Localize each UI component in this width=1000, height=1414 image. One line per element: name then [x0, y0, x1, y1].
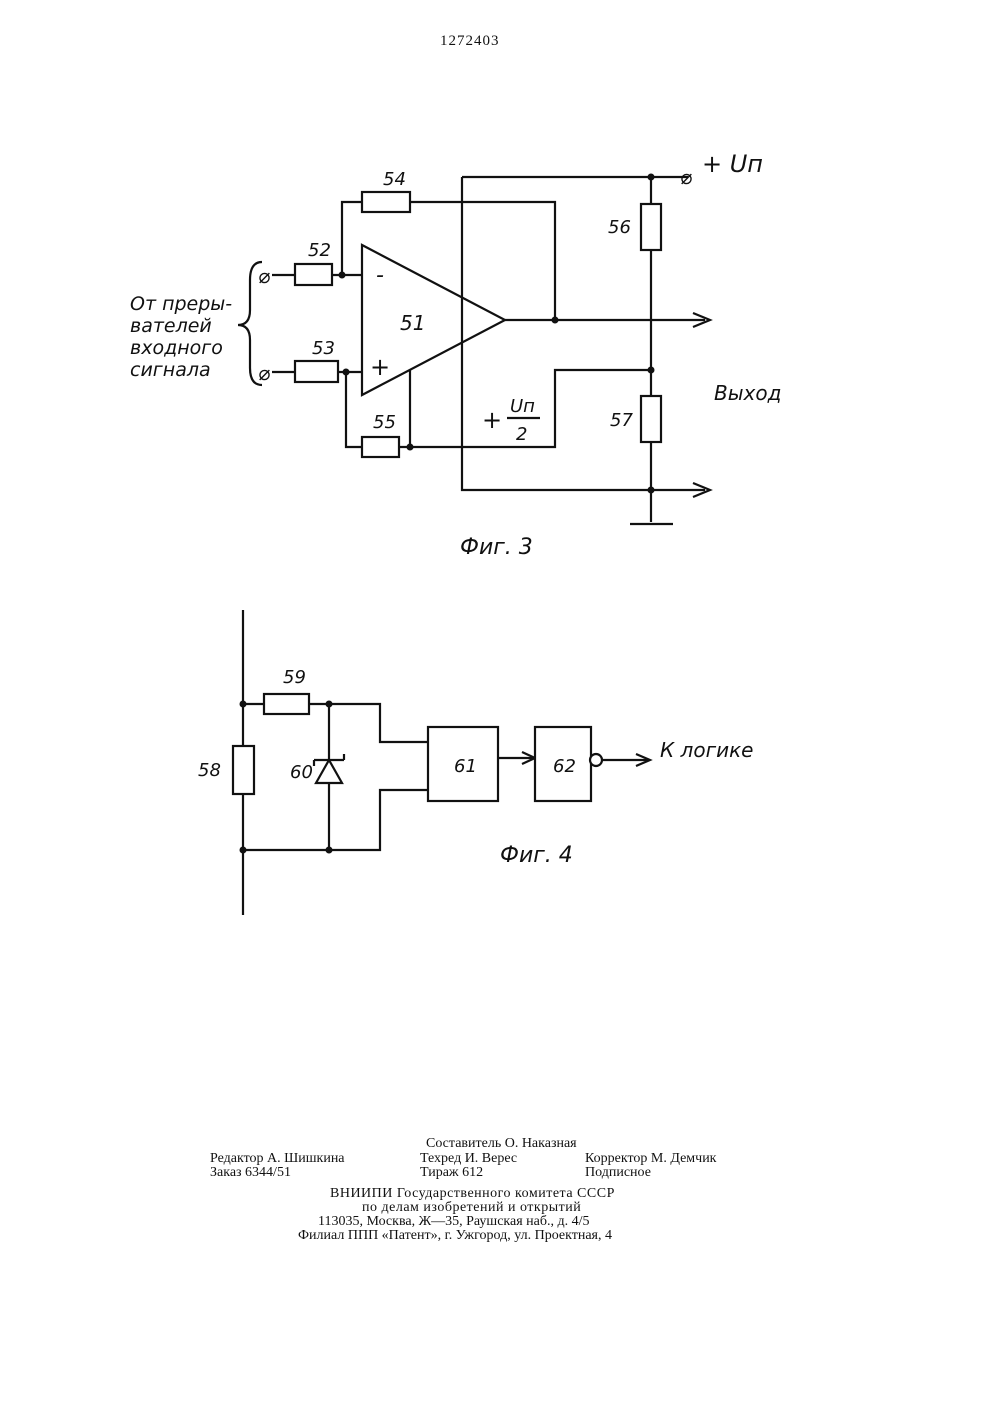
input-label-line1: От преры- — [130, 293, 232, 315]
label-60: 60 — [290, 762, 313, 783]
opamp-label: 51 — [400, 311, 425, 335]
supply-terminal: ⌀ — [680, 165, 692, 189]
fig3-caption: Фиг. 3 — [460, 535, 533, 560]
label-55: 55 — [373, 412, 396, 433]
resistor-54 — [362, 192, 410, 212]
imprint-circulation: Тираж 612 — [420, 1165, 483, 1181]
resistor-56 — [641, 204, 661, 250]
label-58: 58 — [198, 760, 221, 781]
half-supply-numerator: Uп — [510, 396, 535, 417]
label-52: 52 — [308, 240, 331, 261]
imprint-subscription: Подписное — [585, 1165, 651, 1181]
input-label-line3: входного — [130, 337, 223, 359]
label-54: 54 — [383, 169, 406, 190]
resistor-53 — [295, 361, 338, 382]
inverter-bubble — [590, 754, 602, 766]
label-53: 53 — [312, 338, 335, 359]
resistor-58 — [233, 746, 254, 794]
label-57: 57 — [610, 410, 633, 431]
imprint-compiler: Составитель О. Наказная — [426, 1136, 577, 1152]
label-59: 59 — [283, 667, 306, 688]
output-label: Выход — [714, 381, 781, 405]
opamp-plus: + — [370, 353, 390, 381]
supply-label: + Uп — [702, 150, 763, 178]
fig3-circuit: - + 51 ⌀ ⌀ 52 54 53 55 — [130, 150, 781, 560]
half-supply-sign: + — [482, 406, 502, 434]
half-supply-denominator: 2 — [516, 424, 527, 445]
input-label-line4: сигнала — [130, 359, 211, 381]
input-terminal-top: ⌀ — [258, 264, 270, 288]
resistor-52 — [295, 264, 332, 285]
opamp-minus: - — [376, 263, 384, 288]
label-61: 61 — [454, 756, 477, 777]
input-label-line2: вателей — [130, 315, 212, 337]
input-terminal-bottom: ⌀ — [258, 361, 270, 385]
imprint-order: Заказ 6344/51 — [210, 1165, 291, 1181]
logic-output-label: К логике — [660, 738, 753, 762]
resistor-57 — [641, 396, 661, 442]
fig4-caption: Фиг. 4 — [500, 843, 573, 868]
label-62: 62 — [553, 756, 576, 777]
resistor-55 — [362, 437, 399, 457]
label-56: 56 — [608, 217, 631, 238]
imprint-branch: Филиал ППП «Патент», г. Ужгород, ул. Про… — [298, 1228, 612, 1244]
fig4-circuit: 58 59 60 61 62 К логике Фиг. 4 — [198, 610, 753, 915]
resistor-59 — [264, 694, 309, 714]
zener-diode-60 — [316, 760, 342, 783]
